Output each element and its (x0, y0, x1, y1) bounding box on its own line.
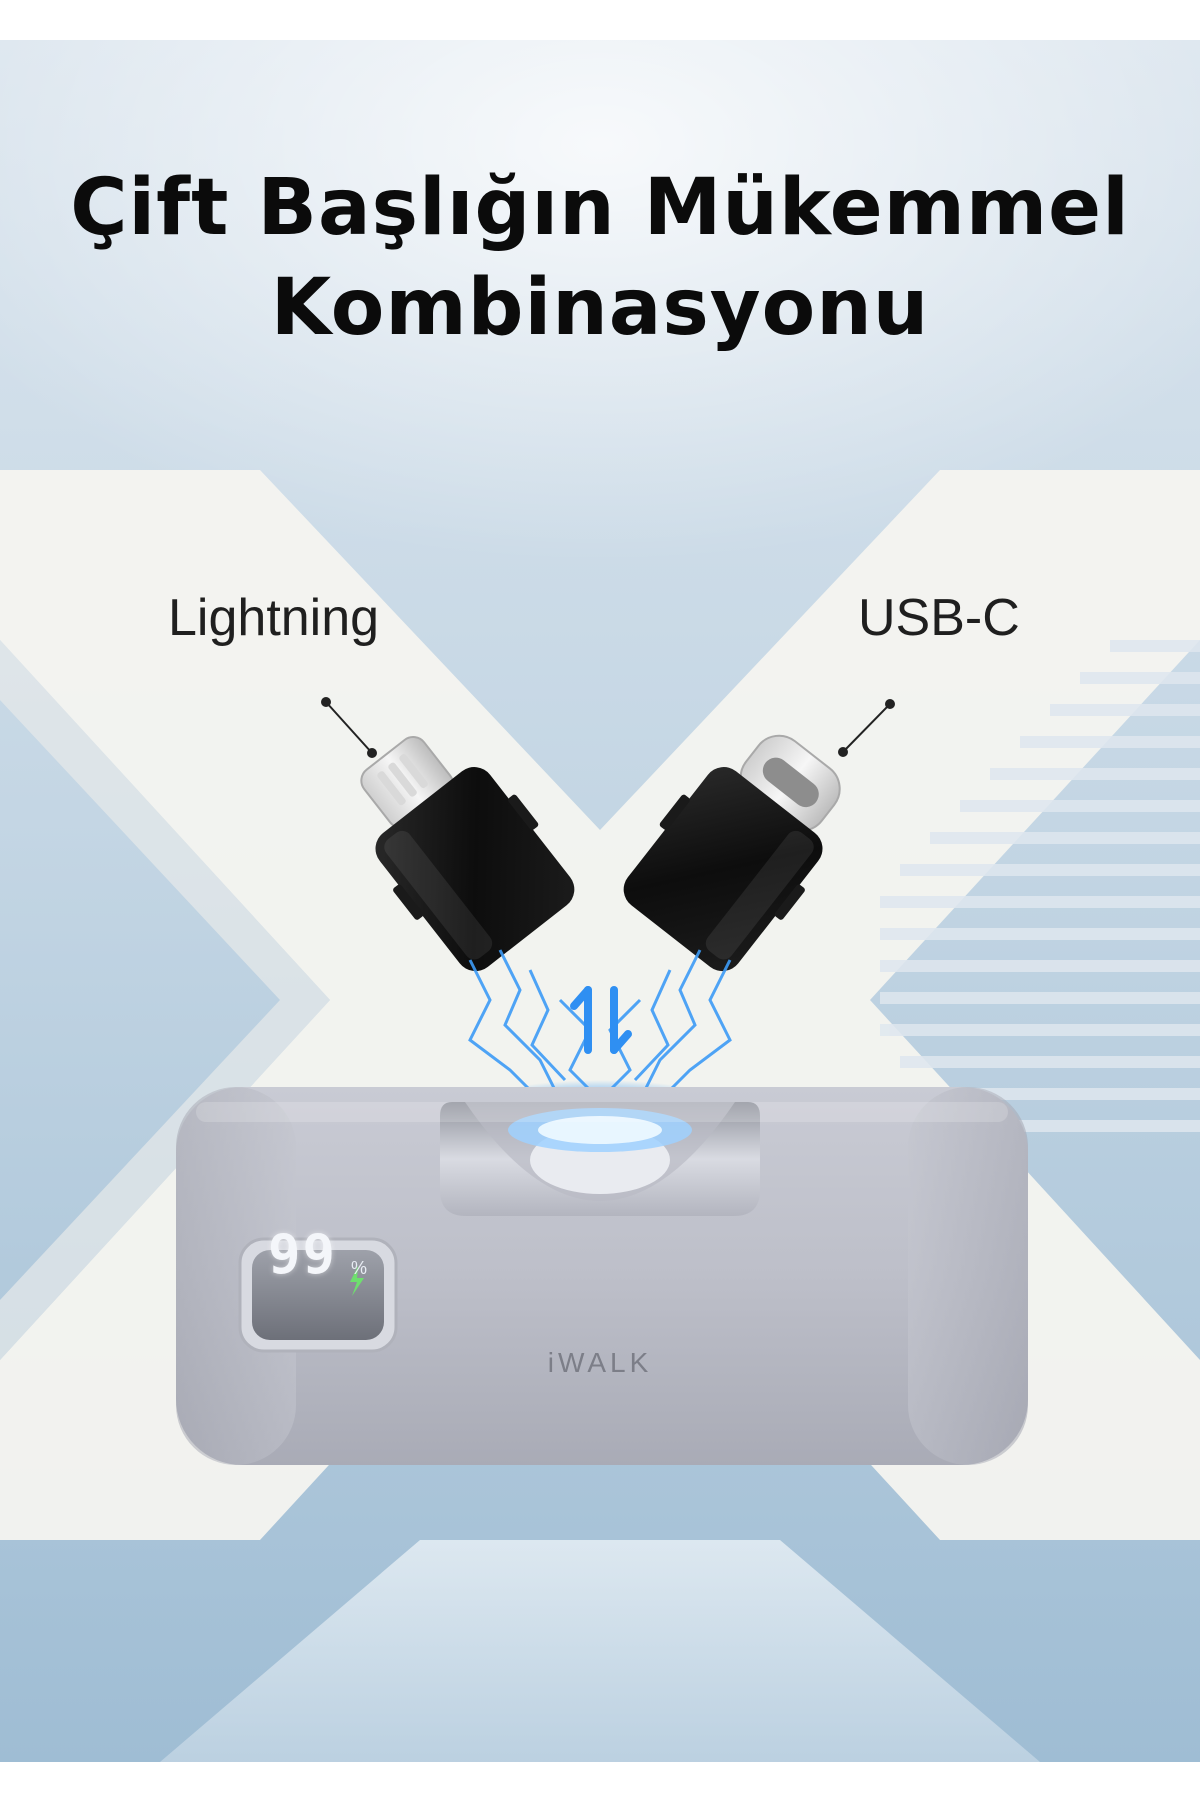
battery-percentage: 99 (268, 1223, 338, 1286)
brand-logo: iWALK (547, 1347, 653, 1378)
light-beam (160, 1540, 1040, 1762)
scene-artwork (0, 40, 1200, 1762)
energy-sparks (468, 949, 732, 1107)
lightning-leader-line (321, 697, 377, 758)
headline-line-1: Çift Başlığın Mükemmel (70, 163, 1130, 253)
lightning-bolt-icon (350, 1266, 364, 1296)
lightning-label: Lightning (168, 589, 380, 647)
striped-panel (880, 640, 1200, 1132)
power-bank (176, 1087, 1028, 1465)
headline-line-2: Kombinasyonu (270, 263, 930, 353)
up-down-arrows-icon (570, 986, 632, 1054)
lightning-connector (360, 736, 575, 972)
headline: Çift Başlığın Mükemmel Kombinasyonu (0, 158, 1200, 358)
usbc-connector (623, 734, 841, 972)
usbc-leader-line (838, 699, 895, 757)
battery-unit: % (351, 1258, 368, 1278)
usbc-label: USB-C (858, 589, 1020, 647)
background-scene (0, 40, 1200, 1762)
